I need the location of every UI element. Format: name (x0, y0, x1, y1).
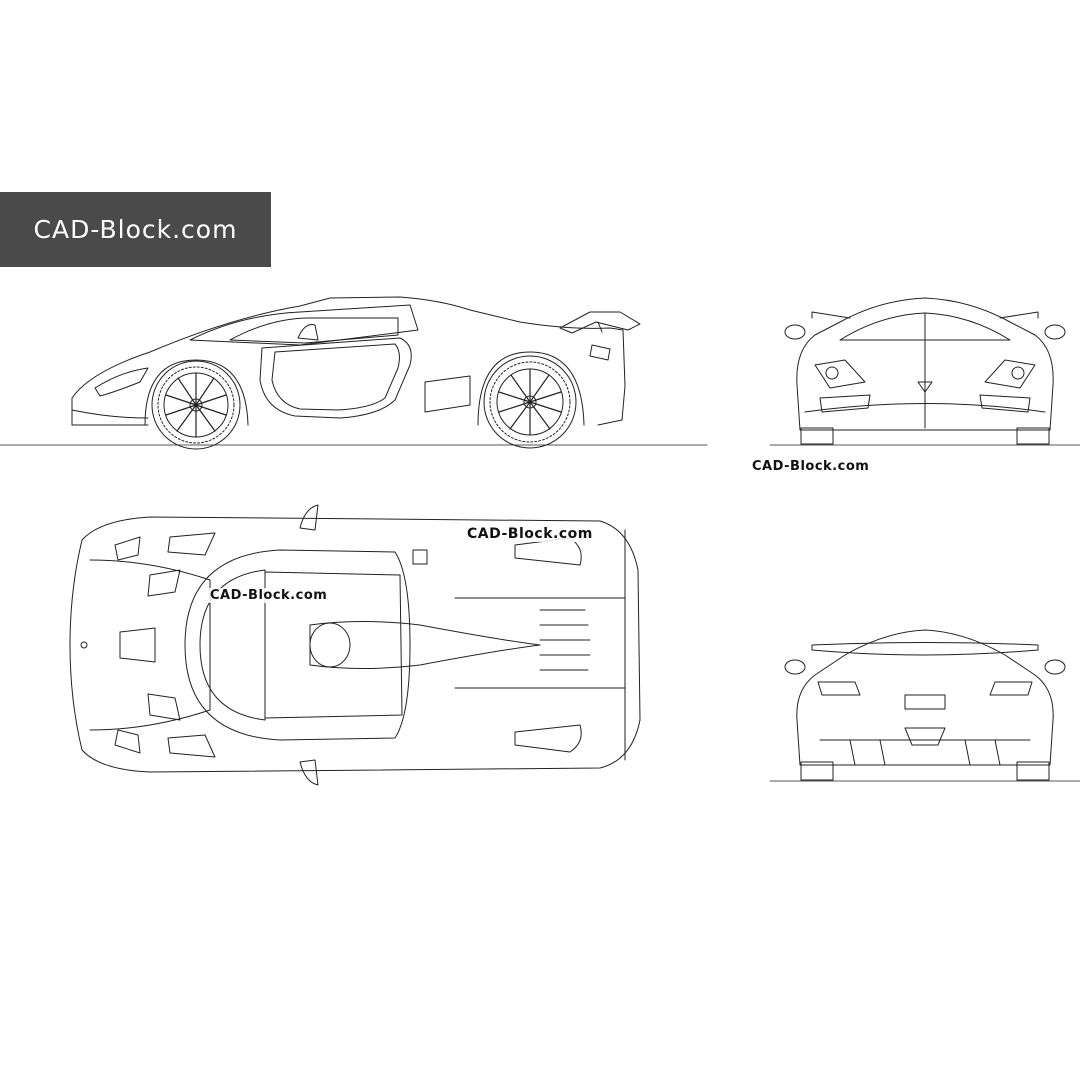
front-rear-wing-right (1000, 312, 1038, 318)
top-fuel-cap (413, 550, 427, 564)
rear-tire-left (801, 762, 833, 780)
top-view (70, 505, 640, 785)
front-intake-left (820, 395, 870, 412)
side-rear-arch (478, 352, 584, 425)
side-rear-wheel (484, 356, 576, 448)
front-rear-wing-left (812, 312, 850, 318)
brand-banner: CAD-Block.com (0, 192, 271, 267)
top-front-vent-left-2 (148, 570, 180, 596)
side-mirror (298, 325, 318, 340)
side-roof-line (190, 305, 418, 345)
watermark-front-view: CAD-Block.com (750, 459, 872, 474)
front-splitter (805, 404, 1045, 413)
rear-mirror-left (785, 660, 805, 674)
top-mirror-upper (300, 505, 318, 530)
front-mirror-right (1045, 325, 1065, 339)
front-headlight-left (815, 360, 865, 388)
front-headlight-right (985, 360, 1035, 388)
top-side-vent-top (168, 533, 215, 555)
front-intake-right (980, 395, 1030, 412)
top-rear-vent-lower (515, 725, 581, 752)
side-wing-strut (598, 322, 602, 332)
rear-plate (905, 695, 945, 709)
top-front-hood (90, 560, 210, 730)
rear-mirror-right (1045, 660, 1065, 674)
top-engine-cover (310, 622, 540, 669)
rear-wing (812, 643, 1038, 656)
rear-view (770, 630, 1080, 781)
top-front-vent-left-1 (115, 537, 140, 560)
rear-diffuser (820, 740, 1030, 765)
rear-body-outline (797, 630, 1053, 765)
watermark-top-view-left: CAD-Block.com (208, 588, 330, 603)
rear-light-left (818, 682, 860, 695)
rear-exhaust (905, 728, 945, 745)
top-roof (265, 572, 402, 718)
brand-banner-text: CAD-Block.com (33, 215, 238, 244)
watermark-top-view-right: CAD-Block.com (465, 526, 595, 542)
side-view (0, 297, 707, 449)
side-door (260, 338, 411, 418)
side-body-outline (72, 297, 625, 425)
front-tire-right (1017, 428, 1049, 444)
front-view (770, 298, 1080, 445)
top-front-center-vent (120, 628, 155, 662)
top-side-vent-bottom (168, 735, 215, 757)
front-logo-badge (918, 382, 932, 392)
top-rear-vent-upper (515, 538, 581, 565)
front-mirror-left (785, 325, 805, 339)
front-body-outline (797, 298, 1053, 430)
rear-tire-right (1017, 762, 1049, 780)
side-intake (425, 376, 470, 412)
side-rear-wing (560, 312, 640, 333)
top-cockpit-canopy (185, 550, 410, 740)
side-front-splitter (72, 410, 148, 418)
top-front-badge (81, 642, 87, 648)
front-tire-left (801, 428, 833, 444)
side-window (230, 318, 398, 343)
side-front-light (95, 368, 148, 396)
side-front-arch (145, 360, 248, 425)
rear-light-right (990, 682, 1032, 695)
top-front-vent-right-1 (115, 730, 140, 753)
top-body-outline (70, 517, 640, 772)
side-rear-light (590, 345, 610, 360)
top-engine-louvers (540, 610, 590, 670)
front-headlight-right-lamp (1012, 367, 1024, 379)
top-mirror-lower (300, 760, 318, 785)
front-headlight-left-lamp (826, 367, 838, 379)
side-door-inner (272, 344, 399, 410)
top-engine-intake (310, 623, 350, 667)
top-front-vent-right-2 (148, 694, 180, 720)
side-front-wheel (152, 361, 240, 449)
